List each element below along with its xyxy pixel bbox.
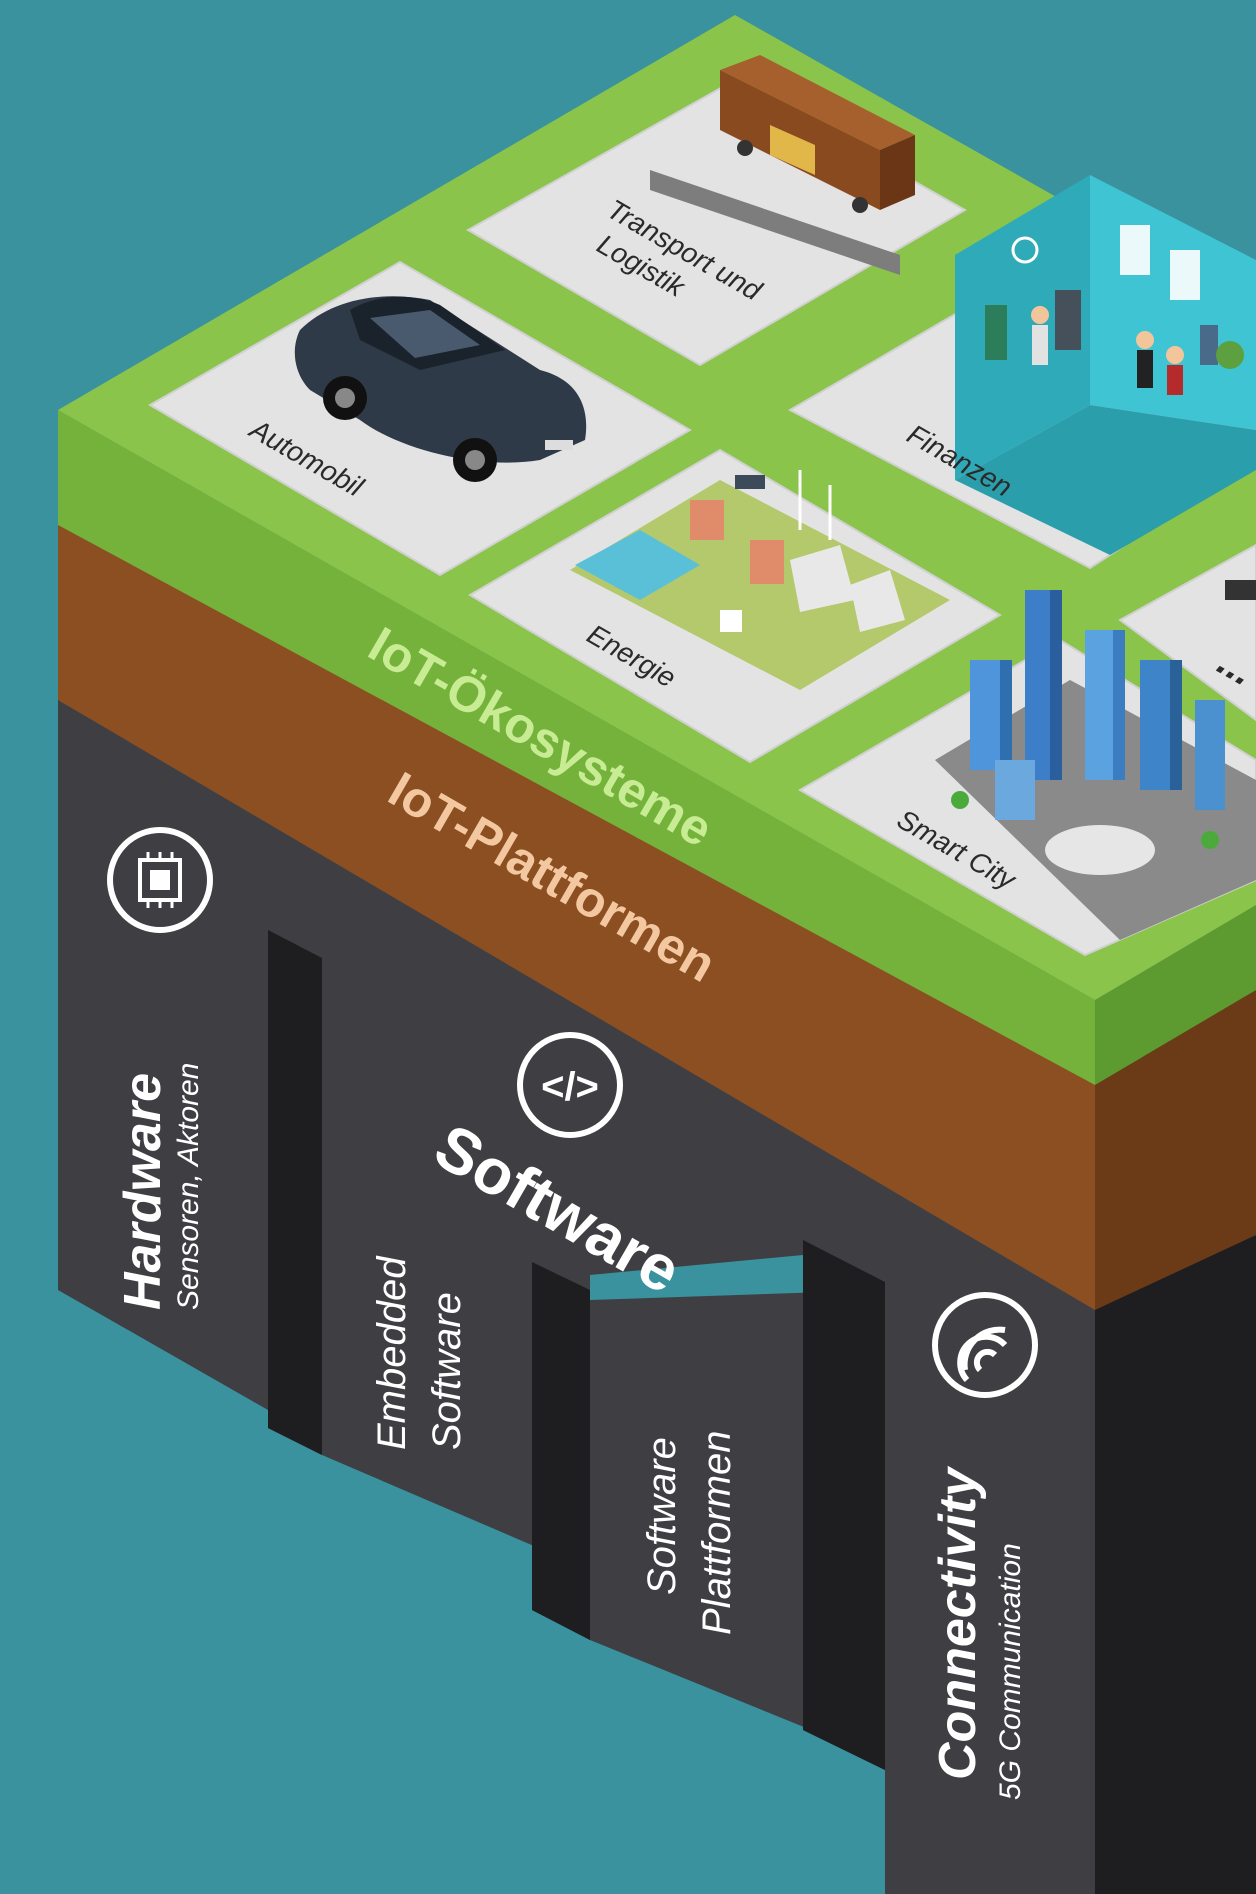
svg-text:</>: </> xyxy=(541,1065,599,1109)
connectivity-subtitle: 5G Communication xyxy=(994,1543,1027,1800)
embedded-line-1: Embedded xyxy=(370,1255,414,1450)
hardware-title: Hardware xyxy=(114,1073,172,1310)
platforms-line-1: Software xyxy=(640,1437,684,1595)
connectivity-title: Connectivity xyxy=(929,1465,987,1780)
platforms-line-2: Plattformen xyxy=(695,1430,739,1635)
wireless-signal-icon xyxy=(932,1292,1038,1398)
gap-slot-1 xyxy=(268,930,322,1455)
hardware-subtitle: Sensoren, Aktoren xyxy=(172,1063,205,1310)
gap-slot-2 xyxy=(532,1262,590,1640)
code-brackets-icon: </> xyxy=(517,1032,623,1138)
chip-icon xyxy=(107,827,213,933)
bank-branch-icon xyxy=(955,175,1256,555)
gap-slot-3 xyxy=(803,1240,885,1770)
car-icon xyxy=(294,296,587,482)
city-skyline-icon xyxy=(935,590,1256,940)
tile-more xyxy=(1118,543,1256,722)
dark-right-block xyxy=(1095,1235,1256,1894)
embedded-line-2: Software xyxy=(425,1292,469,1450)
freight-train-icon xyxy=(650,55,915,275)
power-plant-icon xyxy=(570,470,950,690)
soil-layer xyxy=(58,520,1256,1310)
